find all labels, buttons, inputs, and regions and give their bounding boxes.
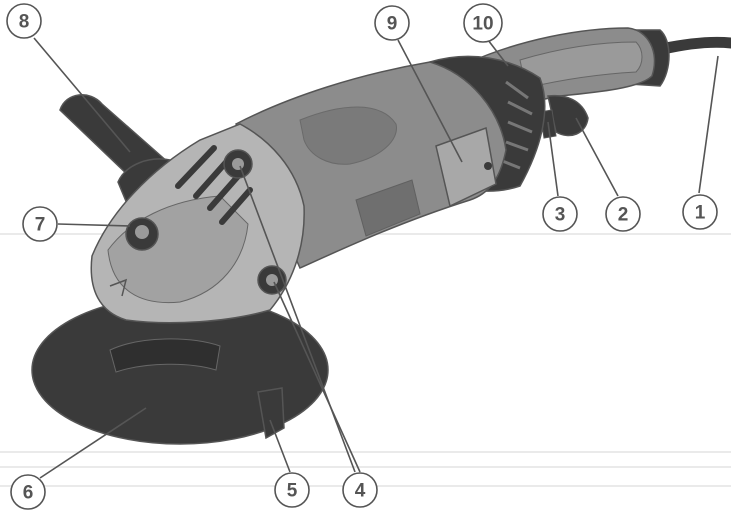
callout-8-label: 8 <box>19 12 30 33</box>
callout-8: 8 <box>6 3 42 39</box>
callout-10-label: 10 <box>472 14 493 35</box>
handle-hole-side-inner <box>266 274 278 286</box>
trigger-switch <box>547 94 589 137</box>
head-arrow-mark <box>109 278 128 297</box>
callout-9-label: 9 <box>387 14 398 35</box>
motor-housing-recess <box>355 179 421 237</box>
handle-hole-top-inner <box>232 158 244 170</box>
callout-2: 2 <box>605 196 641 232</box>
callout-5-label: 5 <box>287 481 298 502</box>
leader-4a <box>239 165 356 473</box>
ventilation-slots <box>499 80 533 170</box>
leader-5 <box>269 419 291 473</box>
guard-lever <box>257 387 285 440</box>
motor-housing-highlight <box>299 106 397 165</box>
callout-9: 9 <box>374 5 410 41</box>
callout-4: 4 <box>342 472 378 508</box>
callout-4-label: 4 <box>355 481 366 502</box>
leader-8 <box>33 37 131 153</box>
leader-7 <box>57 223 131 227</box>
callout-6: 6 <box>10 474 46 510</box>
leader-9 <box>397 39 463 163</box>
guard-clamp <box>109 338 221 373</box>
leader-lines <box>33 37 719 479</box>
leader-6 <box>39 407 147 479</box>
rating-plate-screw <box>484 162 492 170</box>
leader-4b <box>273 281 361 473</box>
callout-2-label: 2 <box>618 205 629 226</box>
leader-3 <box>547 121 559 197</box>
leader-10 <box>487 39 509 67</box>
leader-1 <box>698 55 719 194</box>
callout-7: 7 <box>22 206 58 242</box>
callout-3: 3 <box>542 196 578 232</box>
rating-plate <box>435 126 497 208</box>
power-cord <box>659 36 731 55</box>
callout-7-label: 7 <box>35 215 46 236</box>
spindle-lock-button-top <box>135 225 149 239</box>
callout-3-label: 3 <box>555 205 566 226</box>
callout-5: 5 <box>274 472 310 508</box>
rear-handle-grip <box>519 41 643 89</box>
callout-1: 1 <box>682 194 718 230</box>
gear-head-vents <box>175 145 253 225</box>
callout-10: 10 <box>463 3 503 43</box>
callout-6-label: 6 <box>23 483 34 504</box>
leader-2 <box>575 117 619 197</box>
callout-1-label: 1 <box>695 203 706 224</box>
